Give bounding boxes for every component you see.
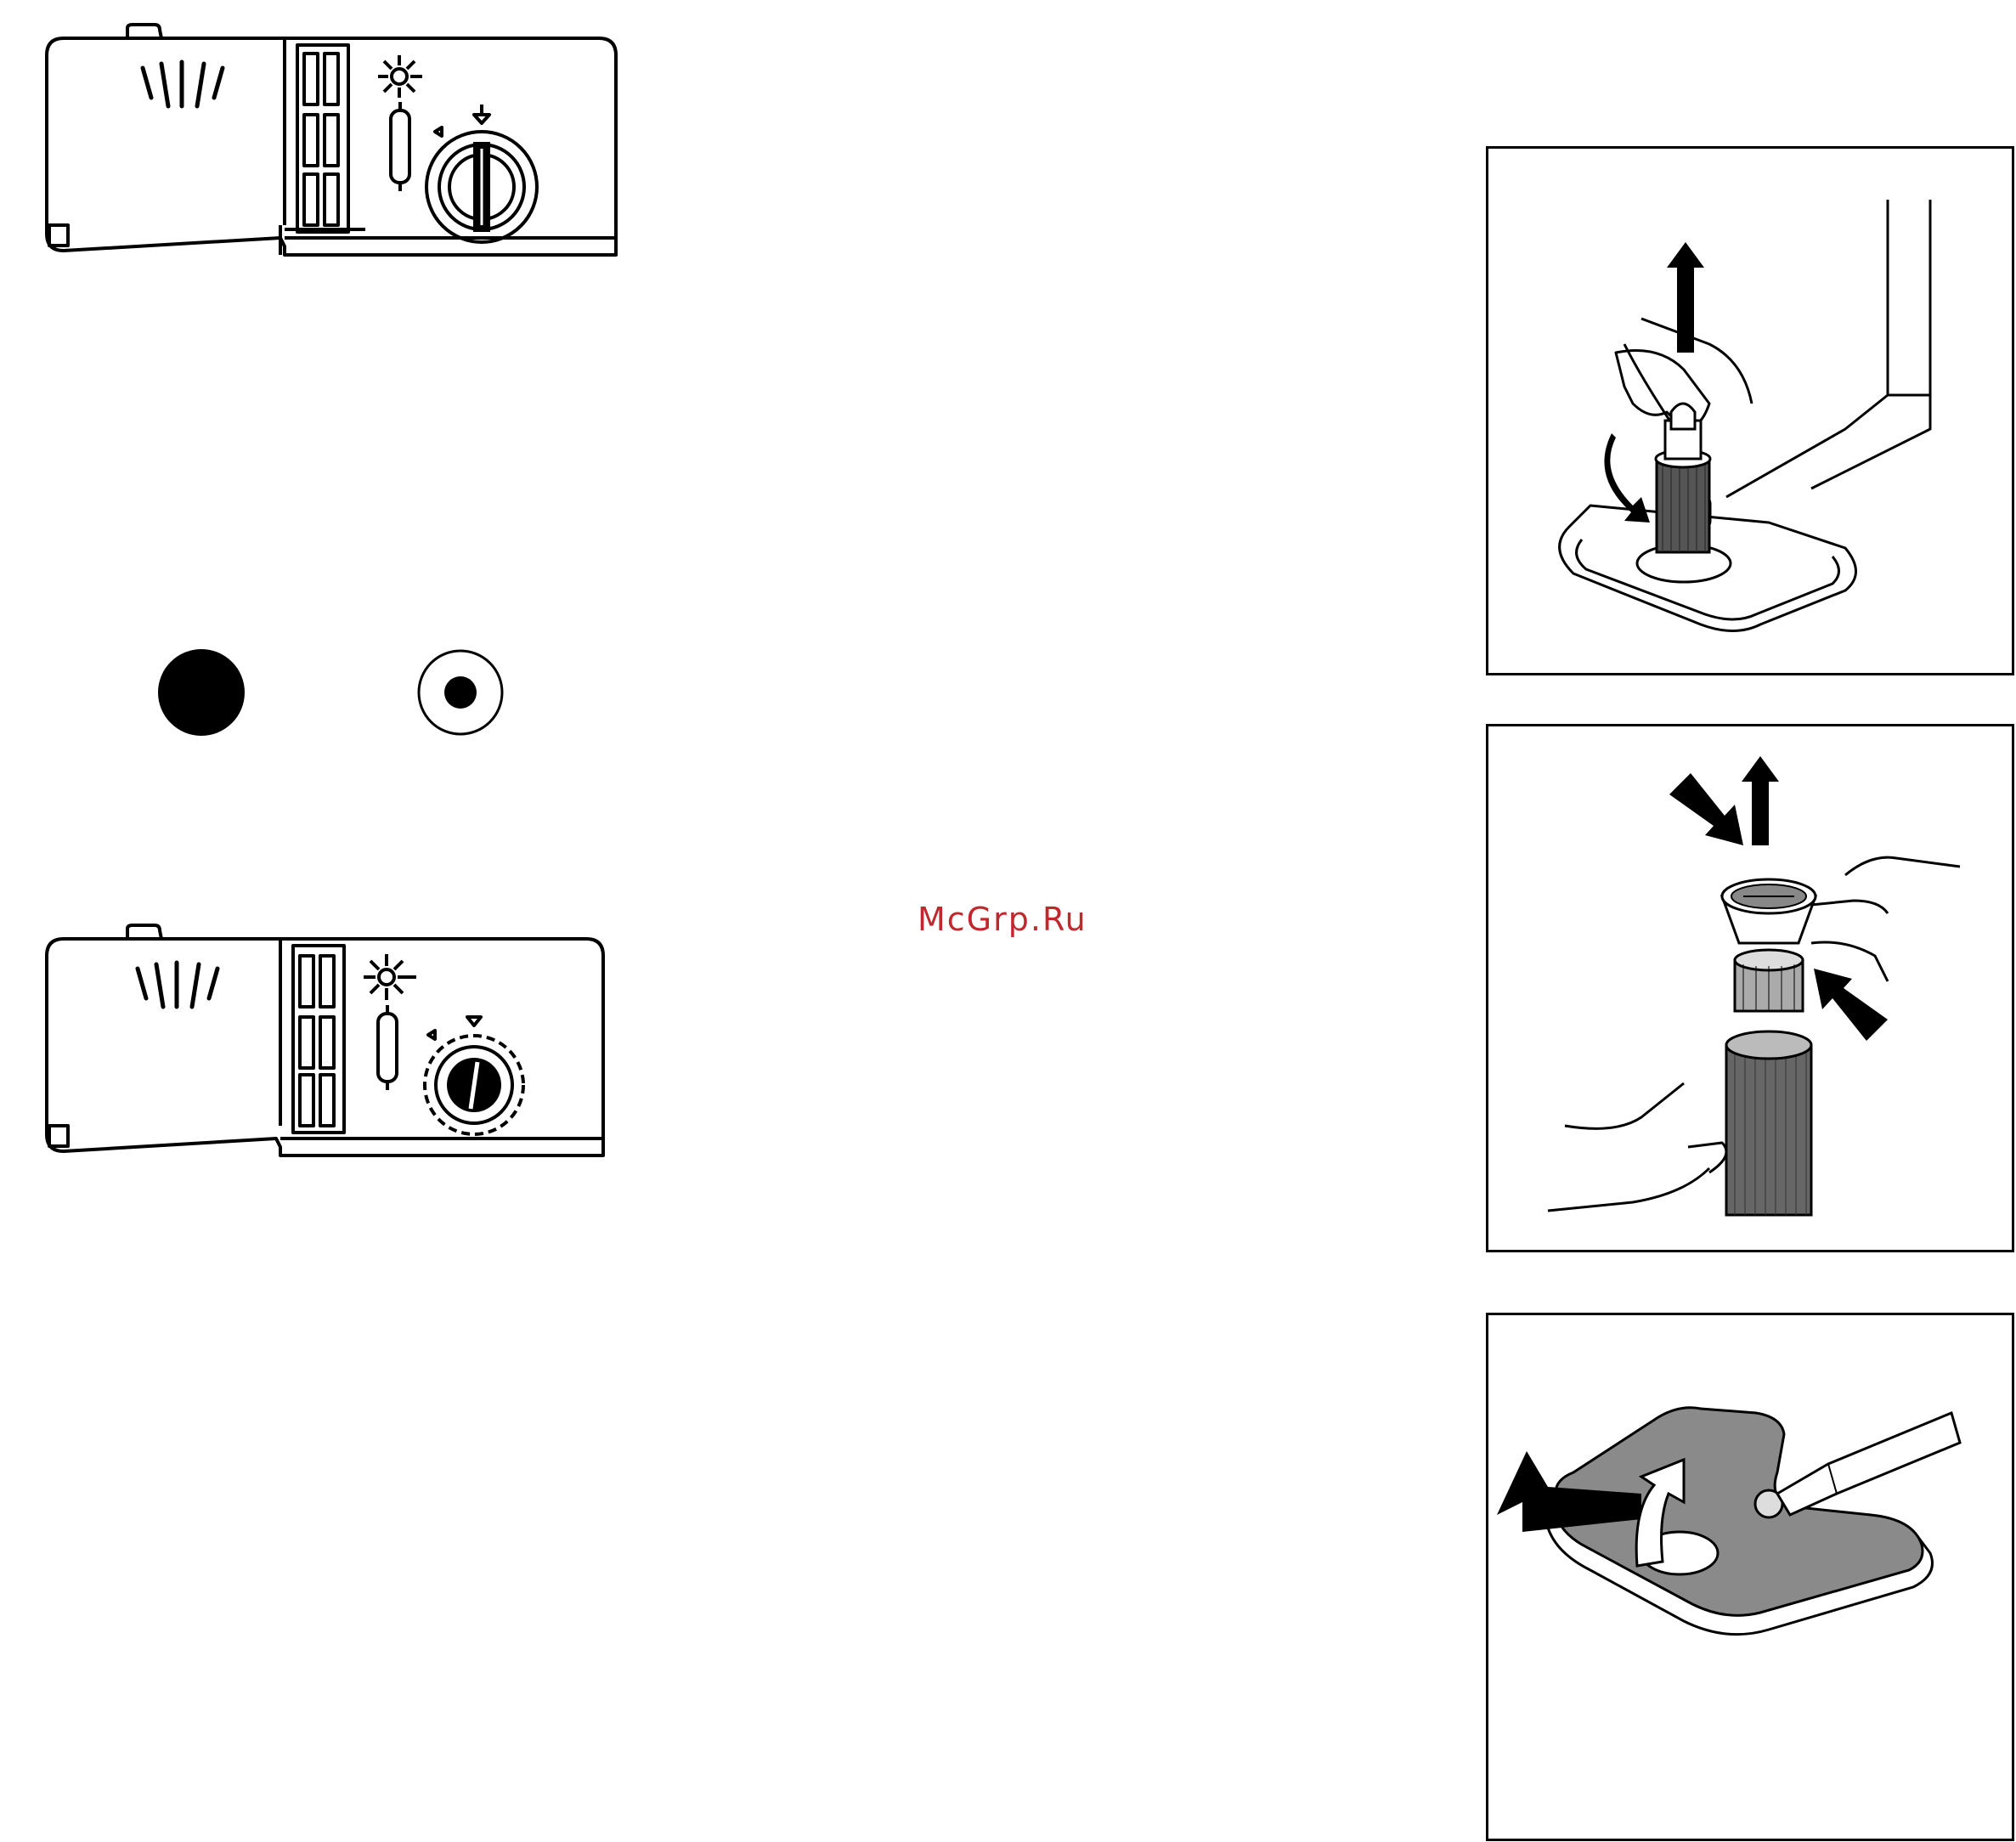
filter-plate-removal-panel [1486, 1313, 2014, 1841]
indicator-full-illustration [157, 648, 246, 737]
detergent-dispenser-icon [42, 21, 629, 263]
watermark-text: McGrp.Ru [918, 901, 1087, 938]
circle-with-dot-icon [416, 648, 505, 737]
filter-disassembly-panel [1486, 724, 2014, 1252]
filter-removal-panel [1486, 146, 2014, 675]
filled-circle-icon [157, 648, 246, 737]
filter-lift-out-icon [1488, 149, 2012, 673]
detergent-dispenser-bottom-illustration [42, 922, 612, 1164]
indicator-empty-illustration [416, 648, 505, 737]
filter-plate-icon [1488, 1315, 2012, 1839]
detergent-dispenser-top-illustration [42, 21, 629, 263]
detergent-dispenser-icon [42, 922, 612, 1164]
filter-parts-icon [1488, 726, 2012, 1250]
